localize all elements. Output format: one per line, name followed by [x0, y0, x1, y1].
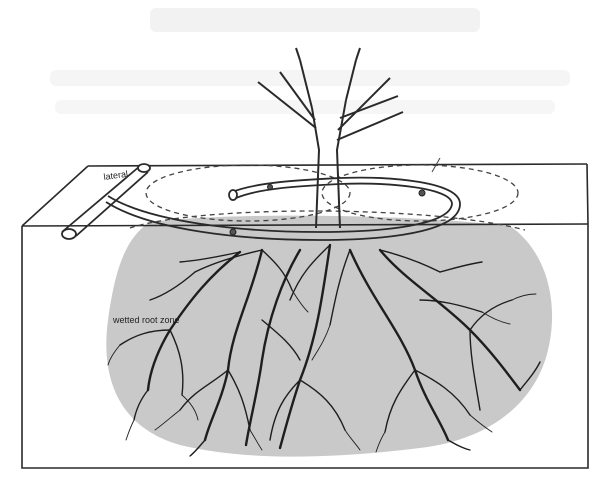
wetted-root-zone-label: wetted root zone — [112, 315, 180, 325]
